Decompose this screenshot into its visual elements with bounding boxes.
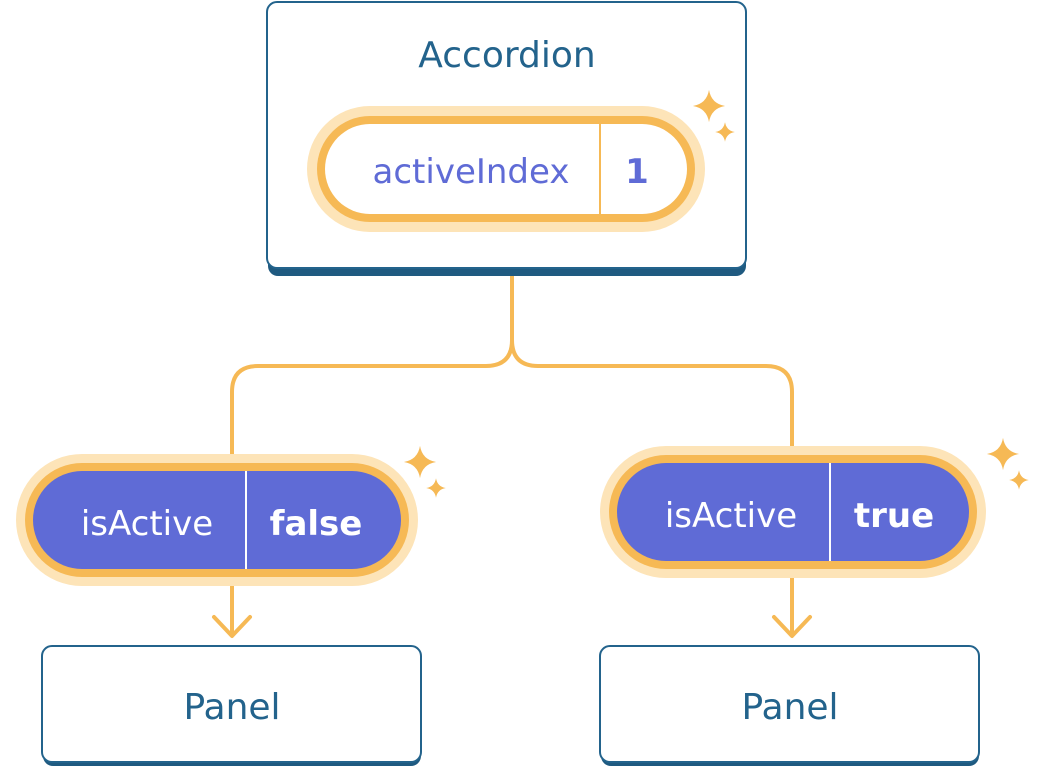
left-panel-component-box: Panel [41,645,422,766]
right-prop-label: isActive [665,496,797,536]
active-index-label: activeIndex [373,152,570,192]
left-prop-value: false [270,504,363,544]
is-active-false-prop-pill: isActive false [16,454,418,586]
right-prop-value: true [854,496,934,536]
active-index-state-pill: activeIndex 1 [307,106,705,232]
is-active-true-prop-pill: isActive true [600,446,986,578]
accordion-title: Accordion [418,35,595,76]
right-panel-component-box: Panel [599,645,980,766]
active-index-value: 1 [625,152,649,192]
left-panel-title: Panel [183,687,280,728]
sparkle-icon [986,437,1029,490]
right-panel-title: Panel [741,687,838,728]
tree-connectors [212,274,812,638]
accordion-component-box: Accordion activeIndex 1 [266,1,747,276]
left-prop-label: isActive [81,504,213,544]
